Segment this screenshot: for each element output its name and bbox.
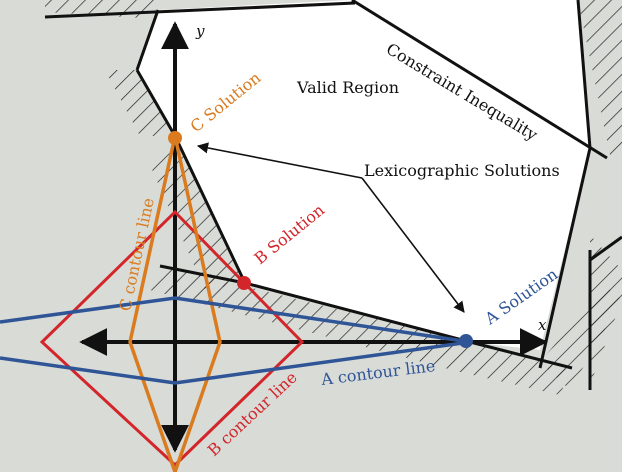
valid-region-label: Valid Region <box>296 78 399 97</box>
c-contour-line <box>128 135 222 472</box>
a-contour-line-lower <box>0 340 471 385</box>
b-contour-line <box>39 209 305 468</box>
x-axis-label: x <box>538 316 547 334</box>
c-solution-point <box>168 131 182 145</box>
lexicographic-pointers <box>196 142 465 313</box>
b-solution-point <box>237 276 251 290</box>
a-contour-line-upper <box>0 296 471 344</box>
lexicographic-solutions-label: Lexicographic Solutions <box>364 161 560 180</box>
a-solution-point <box>459 334 473 348</box>
y-axis-label: y <box>195 22 205 40</box>
valid-region <box>137 0 590 350</box>
